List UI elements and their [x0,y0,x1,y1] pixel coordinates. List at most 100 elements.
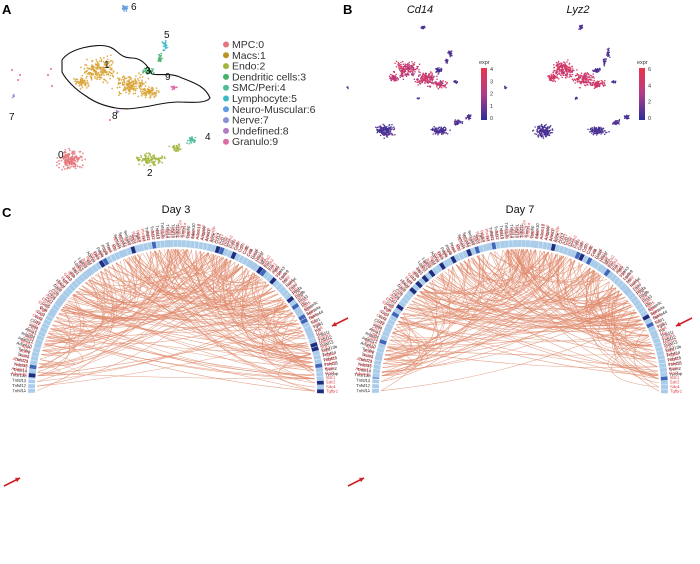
feature-point [534,126,536,128]
umap-point [148,93,150,95]
umap-point [105,60,108,63]
umap-point [142,69,145,72]
umap-point [138,163,141,166]
feature-point [401,74,404,76]
umap-point [56,164,58,167]
feature-point [589,131,591,133]
umap-point [105,63,108,66]
chord [55,251,151,329]
feature-point [414,80,417,83]
umap-point [142,93,144,96]
feature-point [385,133,388,136]
feature-point [385,131,388,133]
feature-point [388,75,391,78]
feature-point [542,137,545,139]
umap-point [65,162,68,165]
feature-point [566,73,569,75]
legend-label: Nerve:7 [232,115,269,127]
umap-point [119,82,122,84]
feature-point [449,129,451,131]
ring-segment [117,250,125,259]
umap-point [106,55,109,58]
ring-segment [529,240,535,248]
feature-point [427,82,429,84]
umap-point [71,155,74,158]
feature-point [615,123,617,126]
umap-point [137,158,139,161]
umap-point [105,73,108,76]
chord [154,250,315,384]
feature-point [391,132,393,135]
ring-segment [27,378,36,384]
legend-swatch [223,117,229,124]
feature-point [406,72,409,74]
feature-point [595,69,597,72]
umap-point [149,165,152,167]
feature-point [436,83,438,86]
gene-ring [27,239,325,394]
umap-point [80,84,83,87]
feature-point [568,62,571,65]
legend-swatch [223,106,229,113]
feature-point [397,61,400,64]
umap-point [123,7,126,10]
chord [145,252,289,317]
feature-point [397,63,399,65]
feature-point [412,62,414,65]
feature-point [393,126,395,128]
umap-point [123,10,125,12]
feature-point [594,129,596,132]
feature-point [422,75,424,78]
umap-point [135,75,137,77]
umap-point [163,42,166,45]
feature-point [536,130,538,133]
umap-point [155,87,158,89]
feature-point [590,74,593,77]
umap-point [92,69,95,72]
ring-segment [77,274,86,283]
ring-segment [218,246,225,256]
umap-point [74,163,77,166]
umap-point [188,142,191,145]
feature-point [581,81,583,84]
feature-point [552,77,554,79]
chord [158,249,231,274]
feature-point [375,126,377,129]
macrophage-outline [61,44,211,110]
feature-point [434,81,437,83]
legend-label: Undefined:8 [232,125,289,137]
feature-point [401,72,403,75]
feature-point [455,82,458,84]
umap-point [103,57,105,59]
ring-segment [39,326,48,334]
feature-point [438,131,441,133]
feature-point [410,72,413,75]
feature-point [390,78,392,81]
feature-point [603,64,606,67]
umap-cluster-4 [186,136,197,145]
chord [163,249,313,363]
ring-segment [87,266,96,276]
chord [242,265,300,325]
ring-segment [34,338,44,346]
umap-cluster-1 [73,54,160,99]
feature-point [603,61,606,63]
umap-point [129,86,132,89]
umap-point [82,152,84,155]
umap-point [128,78,131,81]
feature-point [537,125,539,128]
feature-point [404,63,407,65]
feature-point [440,133,443,136]
feature-point [443,130,445,133]
feature-point [558,73,561,75]
umap-point [140,156,143,159]
feature-point [595,130,597,133]
feature-point [445,132,448,134]
umap-point [138,86,141,88]
feature-point [577,76,580,78]
feature-point [430,71,432,73]
umap-point [76,160,78,163]
feature-point [469,117,472,120]
umap-point [125,10,128,12]
